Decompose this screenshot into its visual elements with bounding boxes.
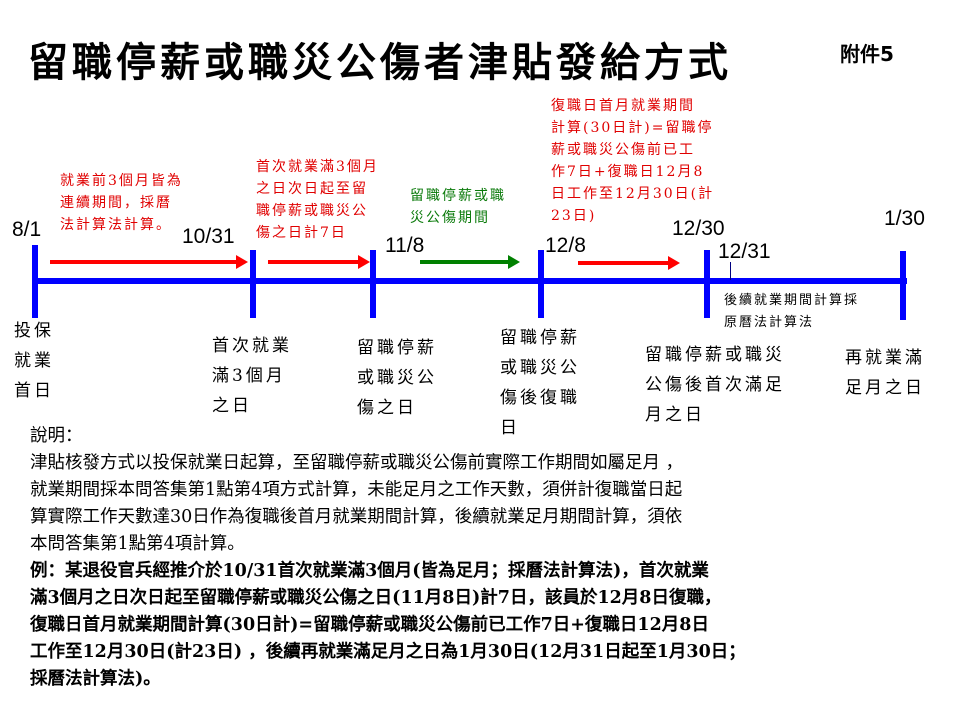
date-11-8: 11/8: [385, 234, 425, 257]
annotation-line: 留職停薪或職: [410, 188, 506, 204]
annotation-leave-period: 留職停薪或職 災公傷期間: [410, 185, 506, 229]
annotation-7-days: 首次就業滿3個月 之日次日起至留 職停薪或職災公 傷之日計7日: [256, 156, 379, 244]
annotation-line: 薪或職災公傷前已工: [551, 142, 695, 158]
date-10-31: 10/31: [182, 225, 235, 248]
explanation-heading: 說明：: [30, 426, 83, 446]
annotation-line: 災公傷期間: [410, 210, 490, 226]
milestone-leave: 留職停薪或職災公傷之日: [357, 338, 437, 418]
annotation-subsequent: 後續就業期間計算採 原曆法計算法: [724, 290, 859, 334]
tick-12-31: [730, 262, 731, 280]
tick-12-8: [538, 250, 544, 318]
annotation-line: 23日): [551, 208, 597, 224]
example-line: 滿3個月之日次日起至留職停薪或職災公傷之日(11月8日)計7日，該員於12月8日…: [30, 588, 722, 608]
annotation-line: 首次就業滿3個月: [256, 159, 379, 175]
example-line: 工作至12月30日(計23日) ，後續再就業滿足月之日為1月30日(12月31日…: [30, 642, 746, 662]
tick-10-31: [250, 250, 256, 318]
annotation-line: 連續期間，採曆: [60, 195, 172, 211]
milestone-start: 投保就業首日: [14, 321, 54, 401]
explanation-line: 本問答集第1點第4項計算。: [30, 534, 245, 554]
milestone-next-full-month: 再就業滿足月之日: [845, 348, 925, 398]
milestone-first-full-month: 留職停薪或職災公傷後首次滿足月之日: [645, 345, 785, 425]
milestone-3-months: 首次就業滿3個月之日: [212, 336, 292, 416]
date-12-31: 12/31: [718, 240, 771, 263]
annotation-line: 之日次日起至留: [256, 181, 368, 197]
explanation-line: 就業期間採本問答集第1點第4項方式計算，未能足月之工作天數，須併計復職當日起: [30, 480, 683, 500]
timeline-axis: [33, 278, 907, 284]
arrow-green: [420, 255, 520, 269]
annotation-line: 計算(30日計)=留職停: [551, 120, 714, 136]
annotation-line: 傷之日計7日: [256, 225, 347, 241]
tick-12-30: [704, 250, 710, 318]
tick-11-8: [370, 250, 376, 318]
date-1-30: 1/30: [884, 207, 925, 230]
attachment-label: 附件5: [840, 42, 894, 66]
date-12-8: 12/8: [545, 234, 586, 257]
arrow-red-2: [268, 255, 370, 269]
annotation-line: 就業前3個月皆為: [60, 173, 183, 189]
example-line: 例：某退役官兵經推介於10/31首次就業滿3個月(皆為足月；採曆法計算法)，首次…: [30, 561, 709, 581]
explanation: 說明： 津貼核發方式以投保就業日起算，至留職停薪或職災公傷前實際工作期間如屬足月…: [30, 423, 746, 693]
example-line: 復職日首月就業期間計算(30日計)=留職停薪或職災公傷前已工作7日+復職日12月…: [30, 615, 709, 635]
annotation-line: 日工作至12月30日(計: [551, 186, 715, 202]
tick-1-30: [900, 251, 906, 320]
annotation-pre-employment: 就業前3個月皆為 連續期間，採曆 法計算法計算。: [60, 170, 183, 236]
arrow-red-3: [578, 256, 680, 270]
annotation-line: 職停薪或職災公: [256, 203, 368, 219]
date-12-30: 12/30: [672, 217, 725, 240]
example-line: 採曆法計算法)。: [30, 669, 161, 689]
explanation-line: 算實際工作天數達30日作為復職後首月就業期間計算，後續就業足月期間計算，須依: [30, 507, 683, 527]
annotation-line: 原曆法計算法: [724, 315, 815, 330]
tick-8-1: [32, 245, 38, 318]
annotation-line: 復職日首月就業期間: [551, 98, 695, 114]
date-8-1: 8/1: [12, 218, 42, 241]
annotation-line: 作7日+復職日12月8: [551, 164, 705, 180]
milestone-return: 留職停薪或職災公傷後復職日: [500, 328, 580, 438]
annotation-line: 法計算法計算。: [60, 217, 172, 233]
page-title: 留職停薪或職災公傷者津貼發給方式: [28, 40, 732, 86]
arrow-red-1: [50, 255, 248, 269]
annotation-line: 後續就業期間計算採: [724, 293, 860, 308]
annotation-first-month: 復職日首月就業期間 計算(30日計)=留職停 薪或職災公傷前已工 作7日+復職日…: [551, 95, 714, 227]
explanation-line: 津貼核發方式以投保就業日起算，至留職停薪或職災公傷前實際工作期間如屬足月 ，: [30, 453, 684, 473]
